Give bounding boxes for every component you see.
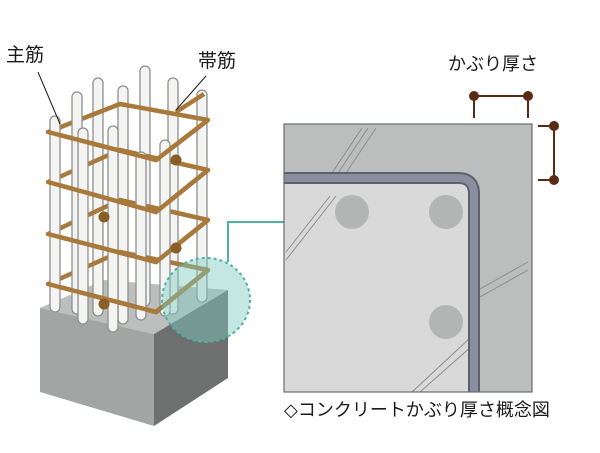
main-bar-section xyxy=(429,305,463,339)
cover-dimension-top xyxy=(469,91,533,118)
main-bar xyxy=(77,127,89,325)
concrete-hatching xyxy=(285,127,529,393)
hatch-line xyxy=(285,195,337,261)
hoop-tie-end xyxy=(174,92,206,114)
hoop-joint xyxy=(170,242,182,254)
main-bar-section xyxy=(335,195,369,229)
dimension-dot xyxy=(469,91,479,101)
hoop-joint xyxy=(170,154,182,166)
dimension-dot xyxy=(523,91,533,101)
hoop-front-segments xyxy=(47,118,210,315)
cover-thickness-label: かぶり厚さ xyxy=(448,54,538,75)
main-bar-leader xyxy=(37,71,61,125)
hatch-line xyxy=(411,337,471,393)
main-bar-section xyxy=(429,195,463,229)
base-block-right-face xyxy=(154,290,228,426)
main-bar xyxy=(159,139,171,317)
hoop-joint xyxy=(98,298,110,310)
hoop-front xyxy=(47,168,210,215)
main-bar xyxy=(107,125,119,333)
main-bar xyxy=(135,151,147,321)
hoop-front xyxy=(47,218,210,265)
base-block-left-face xyxy=(40,308,154,426)
zoom-highlight-circle xyxy=(161,257,251,343)
diagram-caption: ◇コンクリートかぶり厚さ概念図 xyxy=(284,400,550,421)
stirrup-band-highlight xyxy=(284,174,478,392)
hoop-front xyxy=(47,268,210,315)
dimension-dot xyxy=(549,121,559,131)
hoop-front xyxy=(47,118,210,163)
hatch-line xyxy=(419,345,473,393)
hatch-line xyxy=(285,195,331,253)
detail-panel-border xyxy=(283,123,533,393)
hoop-leader xyxy=(175,75,207,111)
hatch-line xyxy=(335,127,369,177)
hatch-line xyxy=(343,127,377,177)
front-main-bars xyxy=(49,91,171,333)
hatch-line xyxy=(477,269,529,299)
hoop-joints xyxy=(98,154,182,310)
main-bar xyxy=(196,89,208,303)
main-bar-label: 主筋 xyxy=(6,44,45,66)
cover-detail-panel xyxy=(283,91,559,393)
column-illustration xyxy=(37,65,284,426)
hoop-label: 帯筋 xyxy=(198,50,237,72)
cover-dimension-side xyxy=(538,121,559,185)
dimension-dot xyxy=(549,175,559,185)
main-bar-sections xyxy=(335,195,463,339)
hatch-line xyxy=(329,127,363,177)
zoom-connector-line xyxy=(227,221,284,262)
hoop-joint xyxy=(98,211,110,223)
main-bar xyxy=(49,115,61,313)
hatch-line xyxy=(477,261,529,291)
